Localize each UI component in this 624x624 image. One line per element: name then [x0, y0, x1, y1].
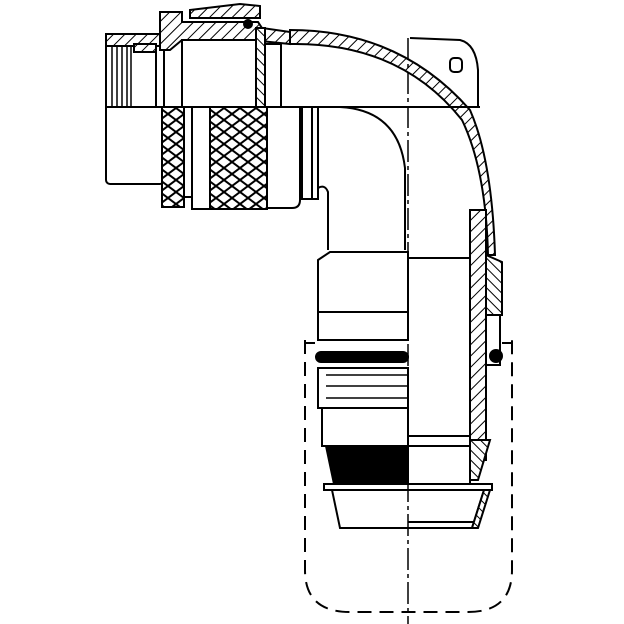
o-ring: [315, 351, 409, 363]
cable-seal-section: [407, 435, 471, 485]
ring-body: [266, 106, 301, 209]
cable-seal-black: [324, 445, 409, 485]
elbow-backshell: [289, 28, 497, 256]
mounting-hole: [449, 57, 463, 73]
coupling-nut-knurled: [161, 106, 185, 208]
rear-knurled-ring: [209, 106, 268, 210]
threaded-ring: [317, 367, 409, 409]
ring-flange-2: [311, 106, 319, 200]
ring: [191, 106, 211, 210]
grommet-body: [321, 407, 409, 447]
spacer-ring: [183, 106, 193, 198]
coupling-shell-section: [159, 2, 291, 109]
vertical-wall-section: [469, 209, 503, 481]
front-shell: [105, 33, 165, 185]
gland-nut: [317, 251, 470, 341]
ring-flange: [301, 106, 313, 200]
boot-outline: [304, 340, 513, 613]
